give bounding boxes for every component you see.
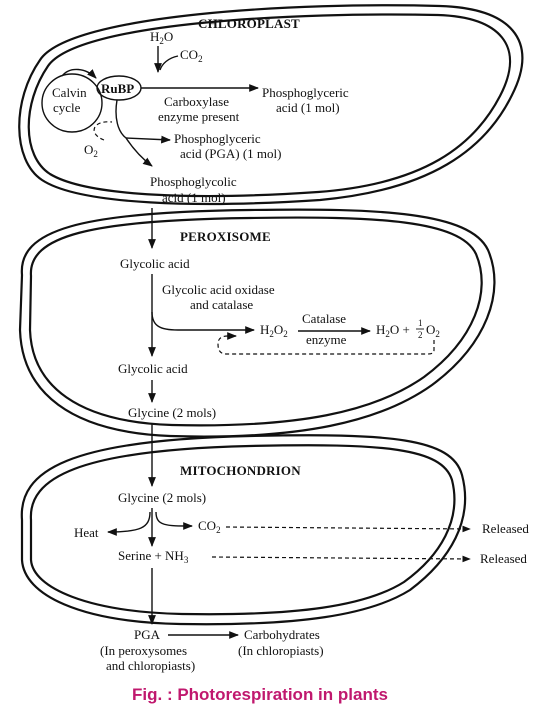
serine-nh3: Serine + NH3 (118, 548, 189, 565)
chloroplast-outline (18, 4, 524, 206)
o2-recycle-dash (217, 335, 435, 355)
co2-input-curve (159, 55, 179, 71)
pga-mid-2: acid (PGA) (1 mol) (180, 146, 281, 161)
to-heat-arrow (107, 511, 151, 536)
to-co2-arrow (155, 511, 193, 530)
co2-release-dash (225, 525, 471, 533)
rubp-label: RuBP (101, 81, 134, 96)
pga-note-1: (In peroxysomes (100, 643, 187, 658)
calvin-to-rubp-arrow (61, 68, 97, 79)
carboxylase-2: enzyme present (158, 109, 240, 124)
phosphoglycolic-1: Phosphoglycolic (150, 174, 237, 189)
to-h2o2-arrow (151, 311, 255, 334)
carb-note: (In chloropiasts) (238, 643, 324, 658)
pga-top-1: Phosphoglyceric (262, 85, 349, 100)
glycolic-acid-2: Glycolic acid (118, 361, 188, 376)
co2-input: CO2 (180, 47, 203, 64)
o2-input: O2 (84, 142, 98, 159)
mitochondrion-outline (20, 434, 467, 626)
glycine-mito: Glycine (2 mols) (118, 490, 206, 505)
h2o-input: H2O (150, 29, 173, 46)
co2-mito: CO2 (198, 518, 221, 535)
pga-top-2: acid (1 mol) (276, 100, 340, 115)
enzyme-label: enzyme (306, 332, 347, 347)
pga-note-2: and chloropiasts) (106, 658, 195, 673)
calvin-cycle-circle (41, 73, 103, 133)
chloroplast-title: CHLOROPLAST (198, 16, 300, 31)
catalase-label: Catalase (302, 311, 346, 326)
half-denominator: 2 (418, 330, 423, 340)
carboxylase-1: Carboxylase (164, 94, 229, 109)
h2o-half-o2: H2O + (376, 322, 410, 339)
h2o2: H2O2 (260, 322, 288, 339)
pga-output: PGA (134, 627, 161, 642)
glycine-peroxisome: Glycine (2 mols) (128, 405, 216, 420)
half-numerator: 1 (418, 318, 423, 328)
mitochondrion-title: MITOCHONDRION (180, 463, 301, 478)
o2-input-curve (93, 121, 113, 141)
to-phosphoglycolic-arrow (125, 137, 153, 167)
figure-caption: Fig. : Photorespiration in plants (132, 685, 388, 704)
calvin-label-1: Calvin (52, 85, 87, 100)
rubp-oxygenase-stem (115, 99, 127, 139)
released-2: Released (480, 551, 527, 566)
calvin-label-2: cycle (53, 100, 81, 115)
pga-mid-1: Phosphoglyceric (174, 131, 261, 146)
to-pga-mid-arrow (125, 135, 171, 144)
o2-product: O2 (426, 322, 440, 339)
peroxisome-title: PEROXISOME (180, 229, 271, 244)
nh3-release-dash (211, 555, 471, 563)
phosphoglycolic-2: acid (1 mol) (162, 190, 226, 205)
peroxisome-outline (18, 208, 496, 438)
glycolic-acid-1: Glycolic acid (120, 256, 190, 271)
carbohydrates: Carbohydrates (244, 627, 320, 642)
oxidase-label-2: and catalase (190, 297, 253, 312)
oxidase-label-1: Glycolic acid oxidase (162, 282, 275, 297)
heat-label: Heat (74, 525, 99, 540)
released-1: Released (482, 521, 529, 536)
